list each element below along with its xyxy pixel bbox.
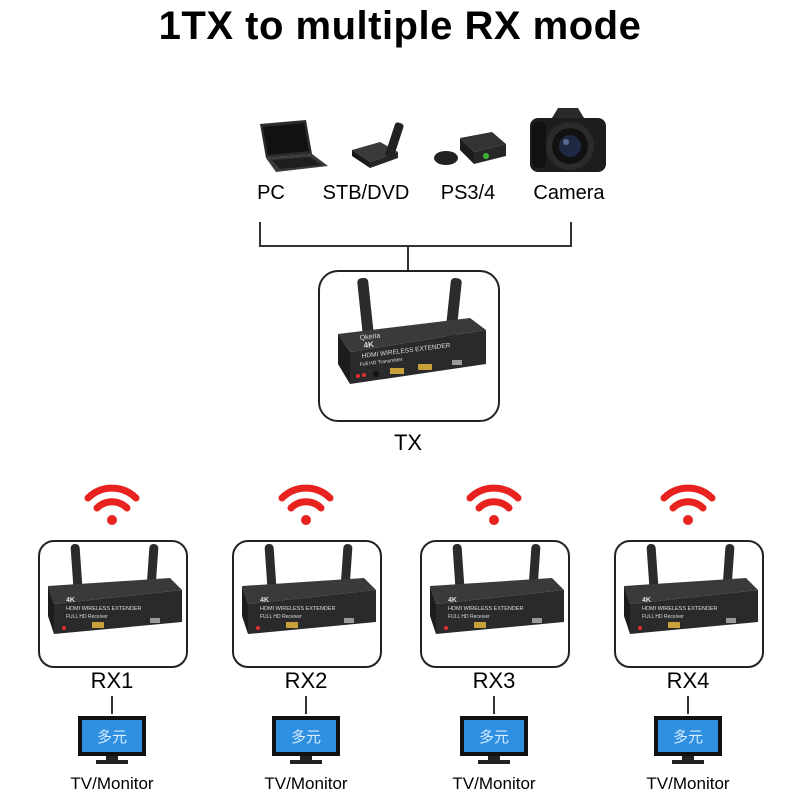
rx-device-frame: 4K HDMI WIRELESS EXTENDER FULL HD Receiv… xyxy=(38,540,188,668)
rx-device-image: 4K HDMI WIRELESS EXTENDER FULL HD Receiv… xyxy=(624,543,758,634)
wifi-icon xyxy=(278,484,334,525)
rx-device-image: 4K HDMI WIRELESS EXTENDER FULL HD Receiv… xyxy=(430,543,564,634)
rx-name-text: HDMI WIRELESS EXTENDER xyxy=(260,606,336,612)
tx-label: TX xyxy=(393,430,423,455)
rx-connector xyxy=(493,696,495,714)
rx-sub-text: FULL HD Receiver xyxy=(448,614,490,620)
rx-label-2: RX2 xyxy=(284,668,328,693)
rx-model-text: 4K xyxy=(642,597,651,604)
tx-model-text: 4K xyxy=(363,340,374,350)
camera-icon xyxy=(530,108,606,172)
connector-bar xyxy=(259,245,572,247)
connector-left xyxy=(259,222,261,246)
rx-model-text: 4K xyxy=(66,597,75,604)
rx-connector xyxy=(111,696,113,714)
set-top-box-icon xyxy=(352,122,404,168)
rx-sub-text: FULL HD Receiver xyxy=(66,614,108,620)
rx-output-label-4: TV/Monitor xyxy=(646,774,730,793)
watermark-text: 多元 xyxy=(97,728,127,746)
rx-output-label-1: TV/Monitor xyxy=(70,774,154,793)
wifi-icon xyxy=(84,484,140,525)
source-label-camera: Camera xyxy=(533,182,605,204)
source-stb xyxy=(322,118,432,178)
rx-label-3: RX3 xyxy=(472,668,516,693)
watermark-text: 多元 xyxy=(291,728,321,746)
monitor-icon: 多元 xyxy=(654,716,722,764)
diagram-title: 1TX to multiple RX mode xyxy=(158,4,642,48)
monitor-icon: 多元 xyxy=(78,716,146,764)
tx-brand-text: Qkeria xyxy=(359,333,380,342)
rx-label-4: RX4 xyxy=(666,668,710,693)
rx-device-frame: 4K HDMI WIRELESS EXTENDER FULL HD Receiv… xyxy=(614,540,764,668)
connector-right xyxy=(570,222,572,246)
rx-sub-text: FULL HD Receiver xyxy=(642,614,684,620)
wifi-icon xyxy=(660,484,716,525)
rx-group-1: 4K HDMI WIRELESS EXTENDER FULL HD Receiv… xyxy=(38,478,188,800)
game-console-icon xyxy=(434,132,506,165)
rx-name-text: HDMI WIRELESS EXTENDER xyxy=(448,606,524,612)
rx-output-label-3: TV/Monitor xyxy=(452,774,536,793)
monitor-icon: 多元 xyxy=(272,716,340,764)
rx-group-2: 4K HDMI WIRELESS EXTENDER FULL HD Receiv… xyxy=(232,478,382,800)
rx-name-text: HDMI WIRELESS EXTENDER xyxy=(642,606,718,612)
rx-group-3: 4K HDMI WIRELESS EXTENDER FULL HD Receiv… xyxy=(420,478,570,800)
laptop-icon xyxy=(260,120,328,172)
tx-device-frame: Qkeria 4K HDMI WIRELESS EXTENDER Full HD… xyxy=(318,270,500,422)
source-console xyxy=(412,118,522,178)
source-camera xyxy=(512,104,622,178)
rx-model-text: 4K xyxy=(260,597,269,604)
rx-device-image: 4K HDMI WIRELESS EXTENDER FULL HD Receiv… xyxy=(242,543,376,634)
rx-group-4: 4K HDMI WIRELESS EXTENDER FULL HD Receiv… xyxy=(614,478,764,800)
source-label-pc: PC xyxy=(257,182,285,204)
watermark-text: 多元 xyxy=(673,728,703,746)
rx-connector xyxy=(305,696,307,714)
monitor-icon: 多元 xyxy=(460,716,528,764)
rx-sub-text: FULL HD Receiver xyxy=(260,614,302,620)
source-label-console: PS3/4 xyxy=(440,182,496,204)
rx-output-label-2: TV/Monitor xyxy=(264,774,348,793)
tx-sub-text: Full HD Transmitter xyxy=(360,357,404,368)
tx-device-image: Qkeria 4K HDMI WIRELESS EXTENDER Full HD… xyxy=(338,277,486,384)
source-label-stb: STB/DVD xyxy=(322,182,410,204)
rx-model-text: 4K xyxy=(448,597,457,604)
rx-connector xyxy=(687,696,689,714)
rx-device-frame: 4K HDMI WIRELESS EXTENDER FULL HD Receiv… xyxy=(420,540,570,668)
source-pc xyxy=(232,118,342,178)
watermark-text: 多元 xyxy=(479,728,509,746)
rx-name-text: HDMI WIRELESS EXTENDER xyxy=(66,606,142,612)
rx-device-image: 4K HDMI WIRELESS EXTENDER FULL HD Receiv… xyxy=(48,543,182,634)
wifi-icon xyxy=(466,484,522,525)
rx-device-frame: 4K HDMI WIRELESS EXTENDER FULL HD Receiv… xyxy=(232,540,382,668)
rx-label-1: RX1 xyxy=(90,668,134,693)
connector-down xyxy=(407,245,409,270)
